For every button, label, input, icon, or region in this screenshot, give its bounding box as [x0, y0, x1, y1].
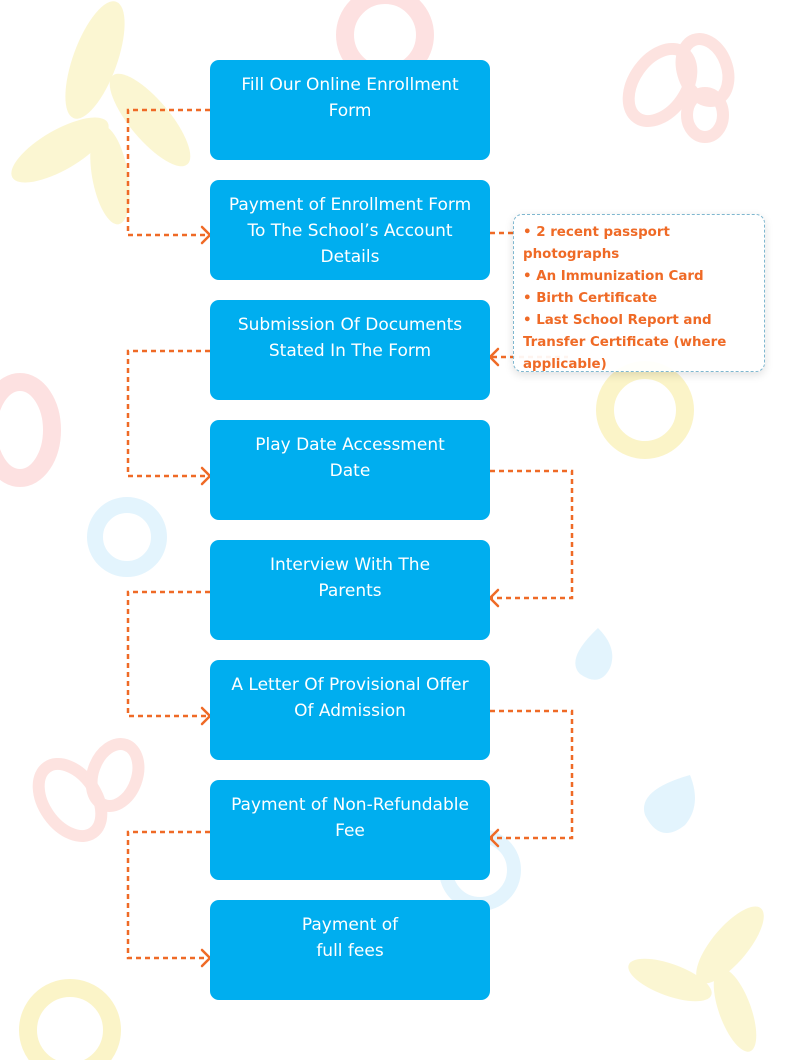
step-parent-interview: Interview With The Parents — [210, 540, 490, 640]
step-label: Fill Our Online Enrollment Form — [241, 75, 459, 121]
butterfly-decoration — [32, 738, 145, 843]
arrow-left-icon — [488, 588, 500, 608]
step-play-date: Play Date Accessment Date — [210, 420, 490, 520]
ring-decoration — [19, 979, 121, 1060]
note-item: • An Immunization Card — [523, 269, 704, 284]
connector-1-2 — [126, 108, 210, 237]
ring-decoration — [0, 373, 61, 487]
step-label: Interview With The Parents — [269, 555, 431, 601]
connector-5-6 — [126, 590, 210, 718]
note-item: • Birth Certificate — [523, 291, 658, 306]
step-label: A Letter Of Provisional Offer Of Admissi… — [231, 675, 469, 721]
note-item: • Last School Report and Transfer Certif… — [523, 313, 727, 372]
step-fill-enrollment-form: Fill Our Online Enrollment Form — [210, 60, 490, 160]
required-documents-note: • 2 recent passport photographs • An Imm… — [513, 214, 765, 372]
connector-7-8 — [126, 830, 210, 960]
step-payment-enrollment-form: Payment of Enrollment Form To The School… — [210, 180, 490, 280]
connector-3-4 — [126, 349, 210, 478]
step-label: Play Date Accessment Date — [255, 435, 445, 481]
arrow-left-icon — [488, 828, 500, 848]
connector-6-7 — [490, 709, 574, 840]
step-label: Payment of Enrollment Form To The School… — [228, 195, 472, 267]
ring-decoration — [87, 497, 167, 577]
step-label: Payment of full fees — [301, 915, 399, 961]
step-non-refundable-fee: Payment of Non-Refundable Fee — [210, 780, 490, 880]
leaf-flower-decoration — [11, 1, 191, 225]
leaf-flower-decoration — [628, 906, 764, 1052]
drop-decoration — [643, 775, 695, 833]
step-label: Submission Of Documents Stated In The Fo… — [237, 315, 463, 361]
step-full-fees: Payment of full fees — [210, 900, 490, 1000]
butterfly-decoration — [622, 33, 735, 143]
step-submission-documents: Submission Of Documents Stated In The Fo… — [210, 300, 490, 400]
connector-4-5 — [490, 469, 574, 600]
drop-decoration — [575, 628, 613, 680]
step-provisional-offer: A Letter Of Provisional Offer Of Admissi… — [210, 660, 490, 760]
note-item: • 2 recent passport photographs — [523, 225, 670, 262]
step-label: Payment of Non-Refundable Fee — [231, 795, 469, 841]
arrow-left-icon — [488, 347, 500, 367]
